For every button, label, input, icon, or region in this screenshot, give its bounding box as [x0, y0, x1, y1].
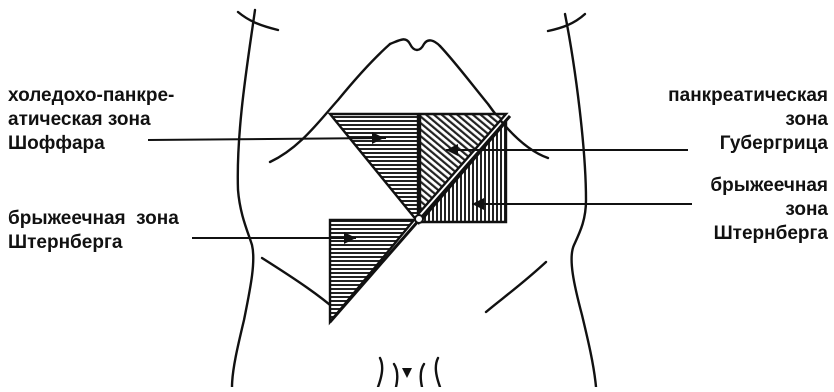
- zone-shoffar: [330, 114, 418, 222]
- label-line: Штернберга: [8, 231, 179, 255]
- umbilicus-point: [415, 215, 423, 223]
- label-line: панкреатическая: [668, 84, 828, 108]
- label-line: Шоффара: [8, 132, 174, 156]
- label-choledocho-pancreatic-zone: холедохо-панкре- атическая зона Шоффара: [8, 84, 174, 156]
- label-line: холедохо-панкре-: [8, 84, 174, 108]
- label-line: атическая зона: [8, 108, 174, 132]
- label-sternberg-left-zone: брыжеечная зона Штернберга: [8, 207, 179, 255]
- label-sternberg-right-zone: брыжеечная зона Штернберга: [710, 174, 828, 246]
- label-line: зона: [668, 108, 828, 132]
- right-body-side: [565, 14, 596, 387]
- xiphoid-notch: [390, 39, 440, 50]
- left-shoulder-line: [238, 12, 278, 30]
- label-line: брыжеечная: [710, 174, 828, 198]
- navel-mark: [402, 368, 412, 378]
- left-flank-crease: [262, 258, 336, 310]
- groin-right: [436, 358, 440, 387]
- groin-inner-left: [394, 364, 397, 387]
- label-line: зона: [710, 198, 828, 222]
- groin-left: [378, 358, 382, 387]
- right-flank-crease: [486, 262, 546, 312]
- zones: [330, 114, 510, 322]
- label-line: Губергрица: [668, 132, 828, 156]
- label-line: брыжеечная зона: [8, 207, 179, 231]
- label-gubergritz-zone: панкреатическая зона Губергрица: [668, 84, 828, 156]
- groin-inner-right: [421, 364, 424, 387]
- left-body-side: [232, 10, 255, 387]
- label-line: Штернберга: [710, 222, 828, 246]
